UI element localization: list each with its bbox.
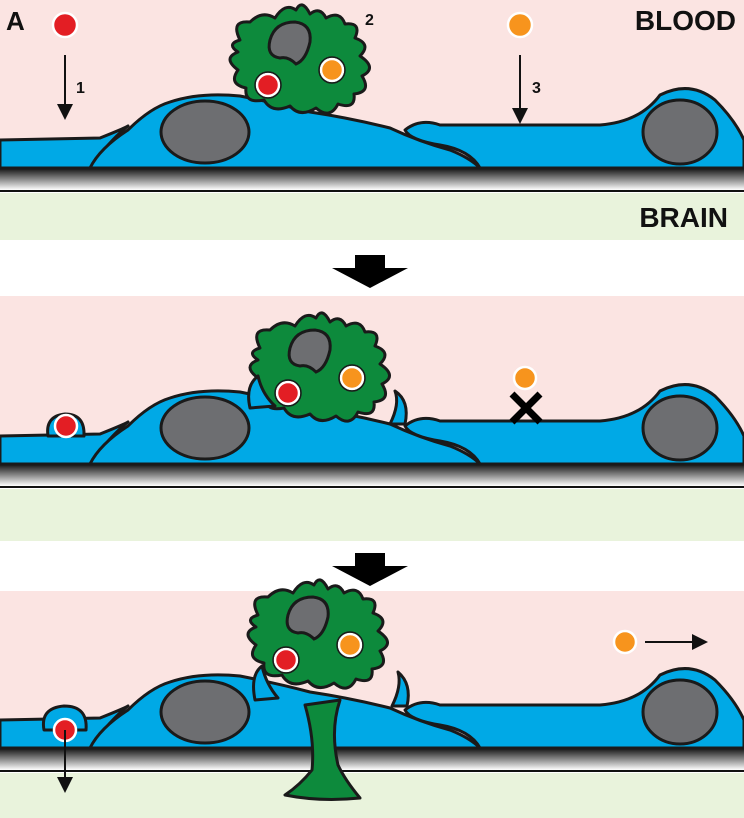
- orange-particle: [512, 365, 538, 391]
- brain-label: BRAIN: [639, 202, 728, 233]
- blocked-x-icon: [509, 391, 543, 425]
- blood-label: BLOOD: [635, 5, 736, 36]
- panel-1: A 1 2 3 BLOOD BRAIN: [0, 0, 744, 240]
- step-2-label: 2: [365, 12, 374, 29]
- down-arrow-icon: [332, 553, 408, 586]
- panel-2: [0, 296, 744, 541]
- red-particle: [53, 413, 79, 439]
- step-1-label: 1: [76, 80, 85, 97]
- panel-label: A: [6, 6, 25, 36]
- panel-3: [0, 578, 744, 818]
- down-arrow-icon: [332, 255, 408, 288]
- step-3-label: 3: [532, 80, 541, 97]
- red-particle: [51, 11, 79, 39]
- orange-particle: [506, 11, 534, 39]
- orange-particle: [612, 629, 638, 655]
- leukocyte-stem: [283, 698, 362, 801]
